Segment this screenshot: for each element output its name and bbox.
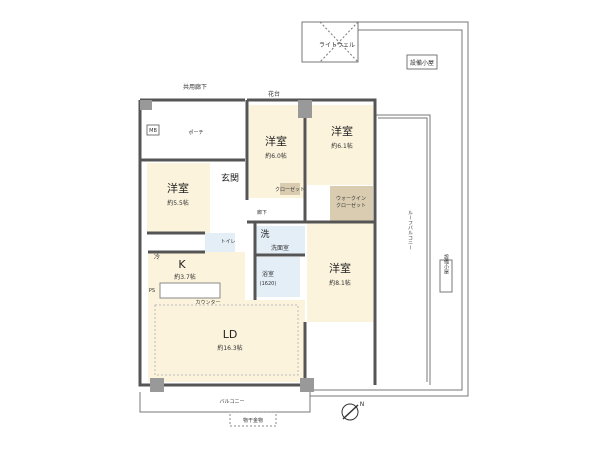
equipment-shed-side-box (439, 259, 453, 293)
room-name: 洋室 (329, 261, 351, 275)
pillar (298, 100, 312, 118)
room-size: 約3.7帖 (174, 273, 196, 281)
room-western-6-1 (307, 105, 373, 185)
room-western-6-0 (249, 105, 305, 198)
washroom (255, 226, 305, 254)
roof-balcony-label: ルーフバルコニー (407, 210, 413, 250)
bathroom-label: 浴室 (262, 270, 274, 278)
laundry-hardware-box (229, 411, 277, 427)
room-name: 洋室 (167, 181, 189, 195)
balcony-label: バルコニー (220, 399, 245, 405)
common-corridor-label: 共用廊下 (183, 83, 207, 91)
counter-label: カウンター (195, 299, 220, 306)
pillar (300, 378, 314, 392)
porch-label: ポーチ (188, 129, 203, 136)
equipment-shed-top-label: 設備小屋 (410, 59, 434, 67)
pillar (140, 100, 152, 110)
north-label: N (360, 401, 365, 408)
kitchen-counter (159, 282, 221, 299)
room-western-8-1 (307, 222, 373, 322)
washroom-mark: 洗 (260, 228, 269, 240)
laundry-hardware-label: 物干金物 (243, 417, 263, 424)
closet-box (280, 183, 300, 195)
room-name: LD (223, 328, 238, 341)
room-name: 洋室 (331, 124, 353, 138)
walls (138, 98, 377, 387)
wic-label: クローゼット (336, 202, 366, 209)
entrance-label: 玄関 (221, 172, 239, 184)
lightwell: ライトウェル (301, 21, 359, 63)
mb-box (146, 124, 160, 136)
room-size: 約6.1帖 (331, 142, 353, 150)
flower-bed-label: 花台 (268, 90, 280, 98)
bathroom (255, 257, 300, 297)
refrigerator-label: 冷 (154, 253, 160, 261)
room-name: 洋室 (265, 134, 287, 148)
mb-label: MB (149, 128, 157, 134)
equipment-shed-side-label: 設備小屋 (443, 253, 449, 275)
ld-carpet-outline (154, 304, 299, 376)
toilet-label: トイレ (220, 239, 235, 245)
room-size: 約8.1帖 (329, 279, 351, 287)
room-western-5-5 (147, 163, 210, 233)
room-size: 約6.0帖 (265, 152, 287, 160)
room-name: K (178, 258, 186, 271)
bathroom-size: (1620) (260, 281, 277, 287)
room-size: 約16.3帖 (217, 344, 242, 352)
wic-label: ウォークイン (336, 195, 366, 202)
roof-balcony-area (302, 21, 469, 397)
washroom-label: 洗面室 (271, 244, 289, 252)
balcony-outline (139, 392, 311, 413)
compass-icon: N (341, 401, 365, 421)
equipment-shed-top-box (406, 54, 438, 70)
ps-label: PS (149, 288, 155, 294)
pillar (150, 378, 164, 392)
closet-label: クローゼット (275, 186, 305, 193)
lightwell-label: ライトウェル (319, 41, 355, 49)
walk-in-closet (330, 186, 373, 221)
hallway-label: 廊下 (257, 209, 267, 216)
room-size: 約5.5帖 (167, 199, 189, 207)
